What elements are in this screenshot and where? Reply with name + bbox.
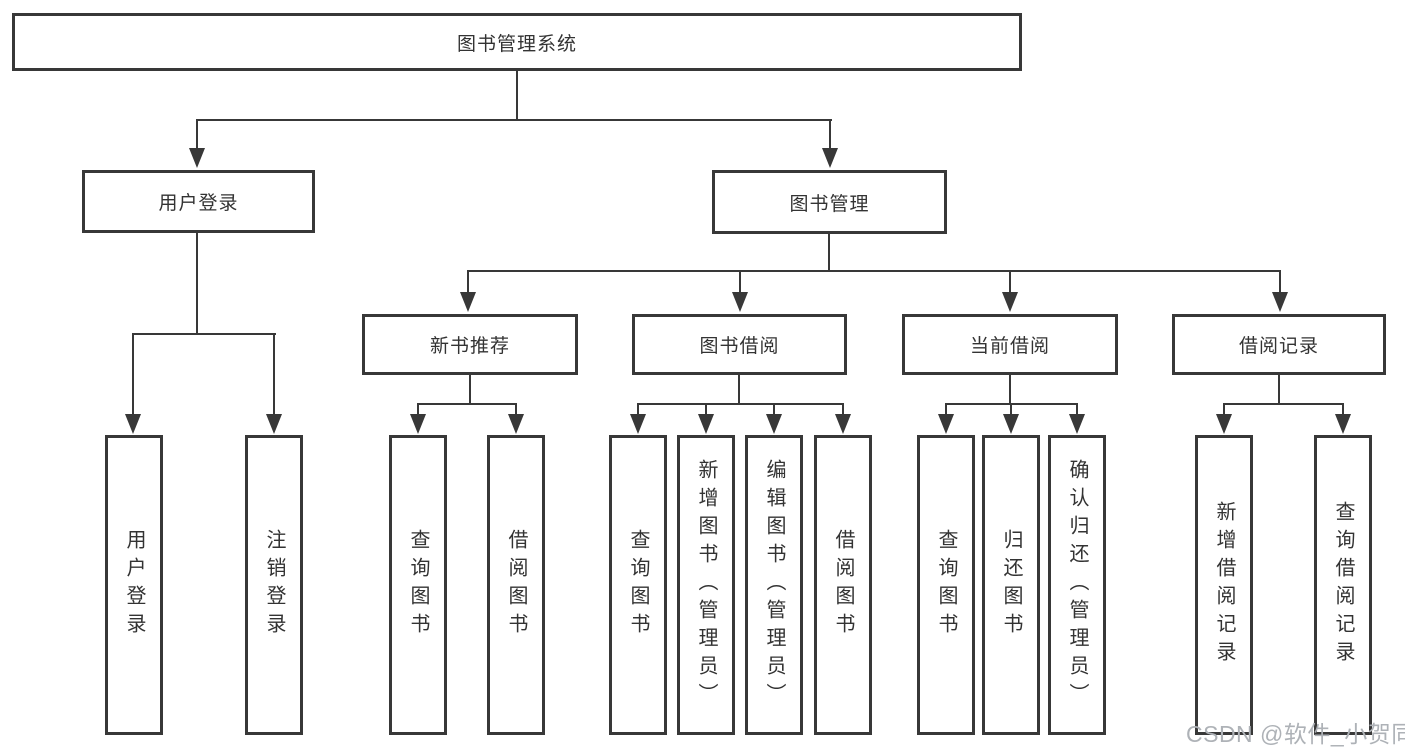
connector-drop-leaf bbox=[705, 405, 707, 416]
connector-bb-stem bbox=[738, 375, 740, 405]
arrow-down-icon bbox=[460, 292, 476, 312]
leaf-cb-return-books-label: 归还图书 bbox=[1000, 529, 1022, 641]
node-book-management: 图书管理 bbox=[712, 170, 947, 234]
connector-drop-leaf bbox=[1076, 405, 1078, 416]
node-root-label: 图书管理系统 bbox=[456, 33, 577, 55]
connector-cb-stem bbox=[1009, 375, 1011, 405]
connector-book-management-rail bbox=[467, 270, 1281, 272]
connector-drop-level3 bbox=[739, 272, 741, 293]
leaf-bb-add-books-admin-label: 新增图书（管理员） bbox=[695, 459, 717, 711]
node-current-borrow-label: 当前借阅 bbox=[969, 336, 1050, 357]
connector-drop-level3 bbox=[467, 272, 469, 293]
leaf-bb-edit-books-admin-label: 编辑图书（管理员） bbox=[763, 459, 785, 711]
connector-drop-leaf bbox=[417, 405, 419, 416]
connector-drop-leaf bbox=[273, 335, 275, 414]
connector-drop-level3 bbox=[1279, 272, 1281, 293]
leaf-bb-query-books: 查询图书 bbox=[609, 435, 667, 735]
connector-drop-leaf bbox=[945, 405, 947, 416]
arrow-down-icon bbox=[1272, 292, 1288, 312]
leaf-logout-label: 注销登录 bbox=[263, 529, 285, 641]
node-book-borrow: 图书借阅 bbox=[632, 314, 847, 375]
connector-cb-rail bbox=[945, 403, 1078, 405]
arrow-down-icon bbox=[1335, 414, 1351, 434]
arrow-down-icon bbox=[189, 148, 205, 168]
arrow-down-icon bbox=[266, 414, 282, 434]
leaf-cb-confirm-return-admin-label: 确认归还（管理员） bbox=[1066, 459, 1088, 711]
arrow-down-icon bbox=[410, 414, 426, 434]
arrow-down-icon bbox=[508, 414, 524, 434]
leaf-bb-borrow-books-label: 借阅图书 bbox=[832, 529, 854, 641]
connector-drop-leaf bbox=[515, 405, 517, 416]
arrow-down-icon bbox=[630, 414, 646, 434]
leaf-bb-add-books-admin: 新增图书（管理员） bbox=[677, 435, 735, 735]
connector-bb-rail bbox=[637, 403, 844, 405]
leaf-cb-return-books: 归还图书 bbox=[982, 435, 1040, 735]
leaf-br-query-record: 查询借阅记录 bbox=[1314, 435, 1372, 735]
node-current-borrow: 当前借阅 bbox=[902, 314, 1118, 375]
connector-drop-leaf bbox=[1223, 405, 1225, 416]
connector-drop-leaf bbox=[1342, 405, 1344, 416]
node-root: 图书管理系统 bbox=[12, 13, 1022, 71]
leaf-bb-borrow-books: 借阅图书 bbox=[814, 435, 872, 735]
arrow-down-icon bbox=[1002, 292, 1018, 312]
arrow-down-icon bbox=[125, 414, 141, 434]
arrow-down-icon bbox=[1003, 414, 1019, 434]
arrow-down-icon bbox=[938, 414, 954, 434]
connector-drop-user-login bbox=[196, 121, 198, 149]
node-user-login: 用户登录 bbox=[82, 170, 315, 233]
connector-root-rail bbox=[196, 119, 832, 121]
connector-drop-leaf bbox=[637, 405, 639, 416]
leaf-nbr-borrow-books-label: 借阅图书 bbox=[505, 529, 527, 641]
leaf-user-login: 用户登录 bbox=[105, 435, 163, 735]
arrow-down-icon bbox=[1069, 414, 1085, 434]
node-book-management-label: 图书管理 bbox=[789, 193, 870, 215]
leaf-br-query-record-label: 查询借阅记录 bbox=[1332, 501, 1354, 669]
leaf-logout: 注销登录 bbox=[245, 435, 303, 735]
connector-br-stem bbox=[1278, 375, 1280, 405]
leaf-br-add-record-label: 新增借阅记录 bbox=[1213, 501, 1235, 669]
leaf-cb-confirm-return-admin: 确认归还（管理员） bbox=[1048, 435, 1106, 735]
node-user-login-label: 用户登录 bbox=[158, 193, 239, 214]
node-book-borrow-label: 图书借阅 bbox=[699, 336, 780, 357]
leaf-nbr-borrow-books: 借阅图书 bbox=[487, 435, 545, 735]
connector-user-login-rail bbox=[132, 333, 276, 335]
node-borrow-record: 借阅记录 bbox=[1172, 314, 1386, 375]
connector-root-stem bbox=[516, 71, 518, 121]
node-borrow-record-label: 借阅记录 bbox=[1238, 336, 1319, 357]
node-new-book-recommend: 新书推荐 bbox=[362, 314, 578, 375]
csdn-watermark: CSDN @软件_小贺同学 bbox=[1186, 721, 1405, 747]
connector-drop-leaf bbox=[773, 405, 775, 416]
leaf-cb-query-books-label: 查询图书 bbox=[935, 529, 957, 641]
connector-nbr-stem bbox=[469, 375, 471, 405]
connector-drop-leaf bbox=[132, 335, 134, 414]
connector-drop-leaf bbox=[1010, 405, 1012, 416]
leaf-nbr-query-books: 查询图书 bbox=[389, 435, 447, 735]
arrow-down-icon bbox=[732, 292, 748, 312]
arrow-down-icon bbox=[698, 414, 714, 434]
leaf-bb-edit-books-admin: 编辑图书（管理员） bbox=[745, 435, 803, 735]
arrow-down-icon bbox=[766, 414, 782, 434]
connector-book-management-stem bbox=[828, 234, 830, 272]
node-new-book-recommend-label: 新书推荐 bbox=[429, 336, 510, 357]
leaf-cb-query-books: 查询图书 bbox=[917, 435, 975, 735]
connector-nbr-rail bbox=[417, 403, 517, 405]
leaf-nbr-query-books-label: 查询图书 bbox=[407, 529, 429, 641]
connector-drop-book-management bbox=[829, 121, 831, 149]
arrow-down-icon bbox=[835, 414, 851, 434]
connector-user-login-stem bbox=[196, 233, 198, 335]
leaf-br-add-record: 新增借阅记录 bbox=[1195, 435, 1253, 735]
connector-drop-level3 bbox=[1009, 272, 1011, 293]
leaf-bb-query-books-label: 查询图书 bbox=[627, 529, 649, 641]
connector-br-rail bbox=[1223, 403, 1344, 405]
arrow-down-icon bbox=[822, 148, 838, 168]
connector-drop-leaf bbox=[842, 405, 844, 416]
arrow-down-icon bbox=[1216, 414, 1232, 434]
leaf-user-login-label: 用户登录 bbox=[123, 529, 145, 641]
